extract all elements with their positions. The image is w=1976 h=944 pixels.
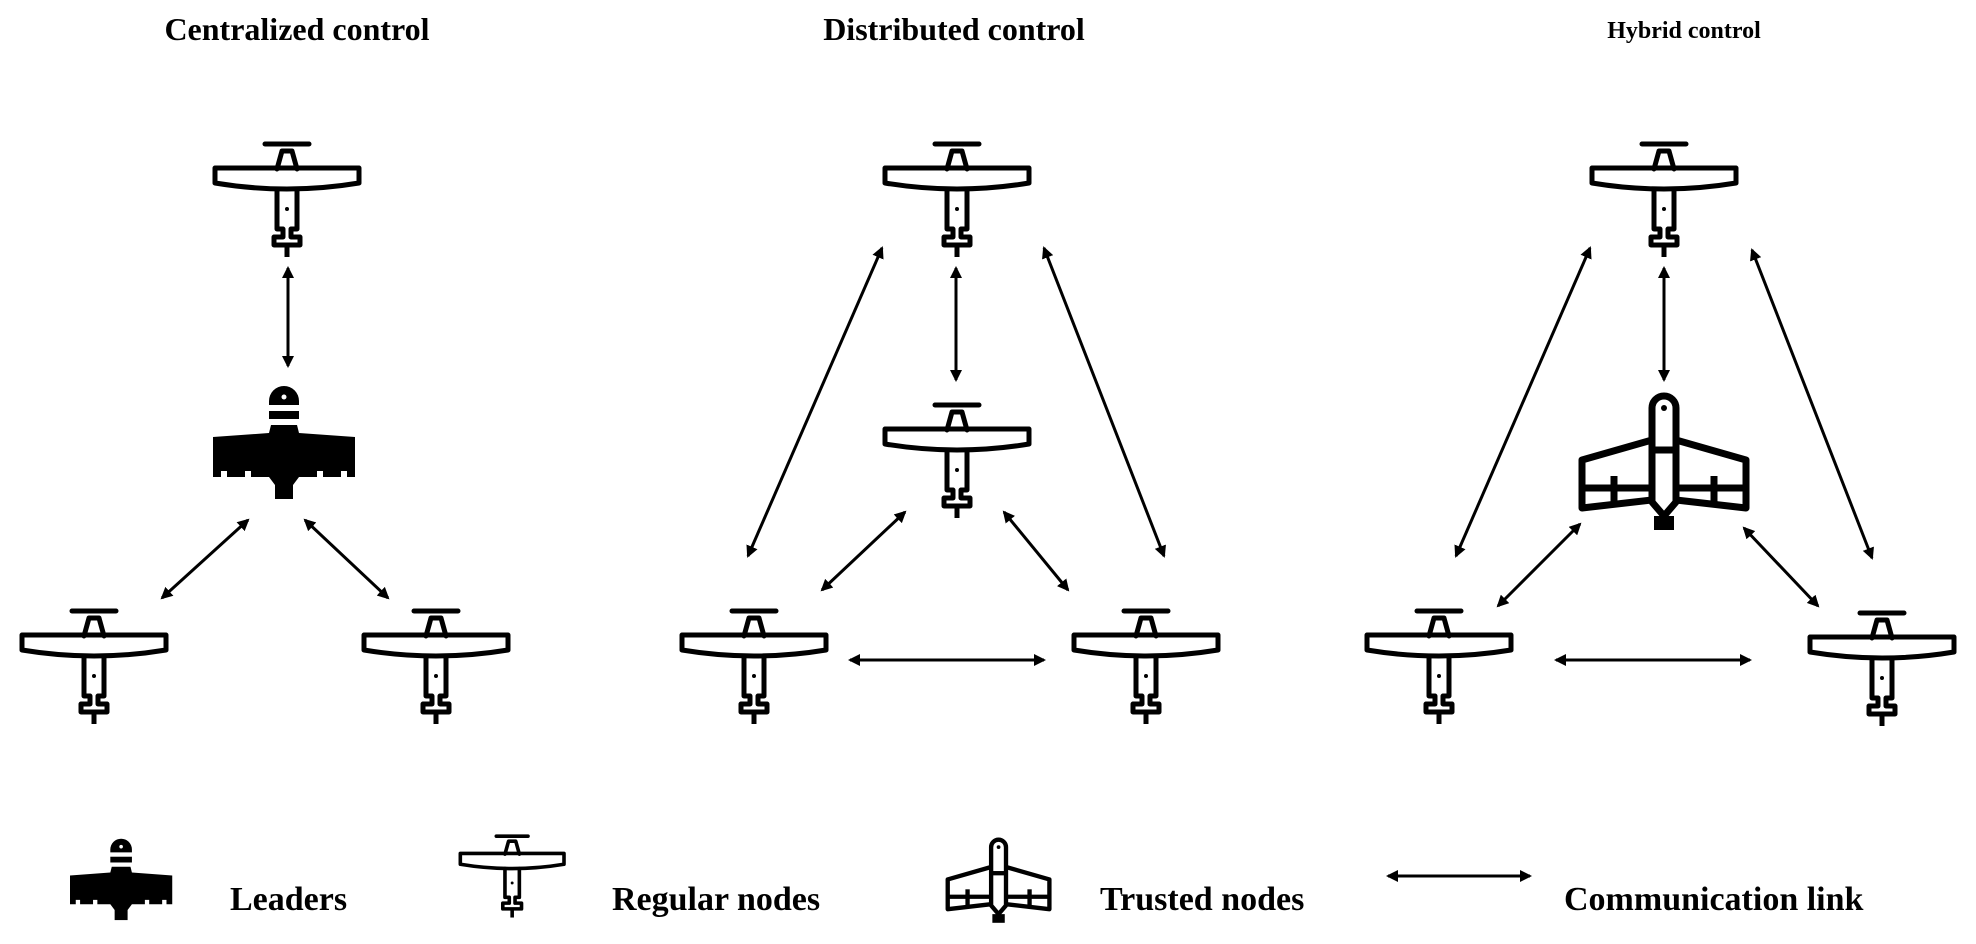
regular-uav-icon: [1810, 613, 1954, 726]
communication-link-arrow: [160, 518, 250, 600]
communication-link-arrow: [1454, 246, 1592, 558]
panel-title-distributed: Distributed control: [823, 11, 1085, 47]
communication-link-arrow: [1742, 526, 1820, 608]
leader-uav-icon: [70, 838, 173, 921]
regular-uav-icon: [885, 405, 1029, 518]
legend: Leaders Regular nodes Trusted nodes Comm…: [70, 834, 1864, 923]
regular-uav-icon: [682, 611, 826, 724]
trusted-uav-icon: [948, 840, 1050, 923]
communication-link-arrow: [1042, 246, 1166, 558]
regular-uav-icon: [364, 611, 508, 724]
communication-link-arrow: [1750, 248, 1874, 560]
hybrid-panel: [1367, 144, 1954, 726]
regular-uav-icon: [1367, 611, 1511, 724]
leader-uav-icon: [213, 386, 355, 499]
legend-label-regular-nodes: Regular nodes: [612, 881, 820, 918]
regular-uav-icon: [458, 834, 566, 920]
trusted-uav-icon: [1582, 396, 1746, 530]
communication-link-arrow: [820, 510, 907, 592]
distributed-panel: [682, 144, 1218, 724]
communication-link-arrow: [1002, 510, 1070, 592]
communication-link-arrow: [746, 246, 884, 558]
regular-uav-icon: [22, 611, 166, 724]
communication-link-arrow: [1496, 522, 1582, 608]
legend-label-communication-link: Communication link: [1564, 881, 1864, 918]
regular-uav-icon: [1592, 144, 1736, 257]
legend-label-leaders: Leaders: [230, 881, 347, 918]
communication-link-arrow: [303, 518, 390, 600]
centralized-panel: [22, 144, 508, 724]
legend-label-trusted-nodes: Trusted nodes: [1100, 881, 1304, 918]
regular-uav-icon: [1074, 611, 1218, 724]
panel-title-hybrid: Hybrid control: [1607, 18, 1761, 44]
panel-title-centralized: Centralized control: [164, 11, 429, 47]
regular-uav-icon: [215, 144, 359, 257]
regular-uav-icon: [885, 144, 1029, 257]
